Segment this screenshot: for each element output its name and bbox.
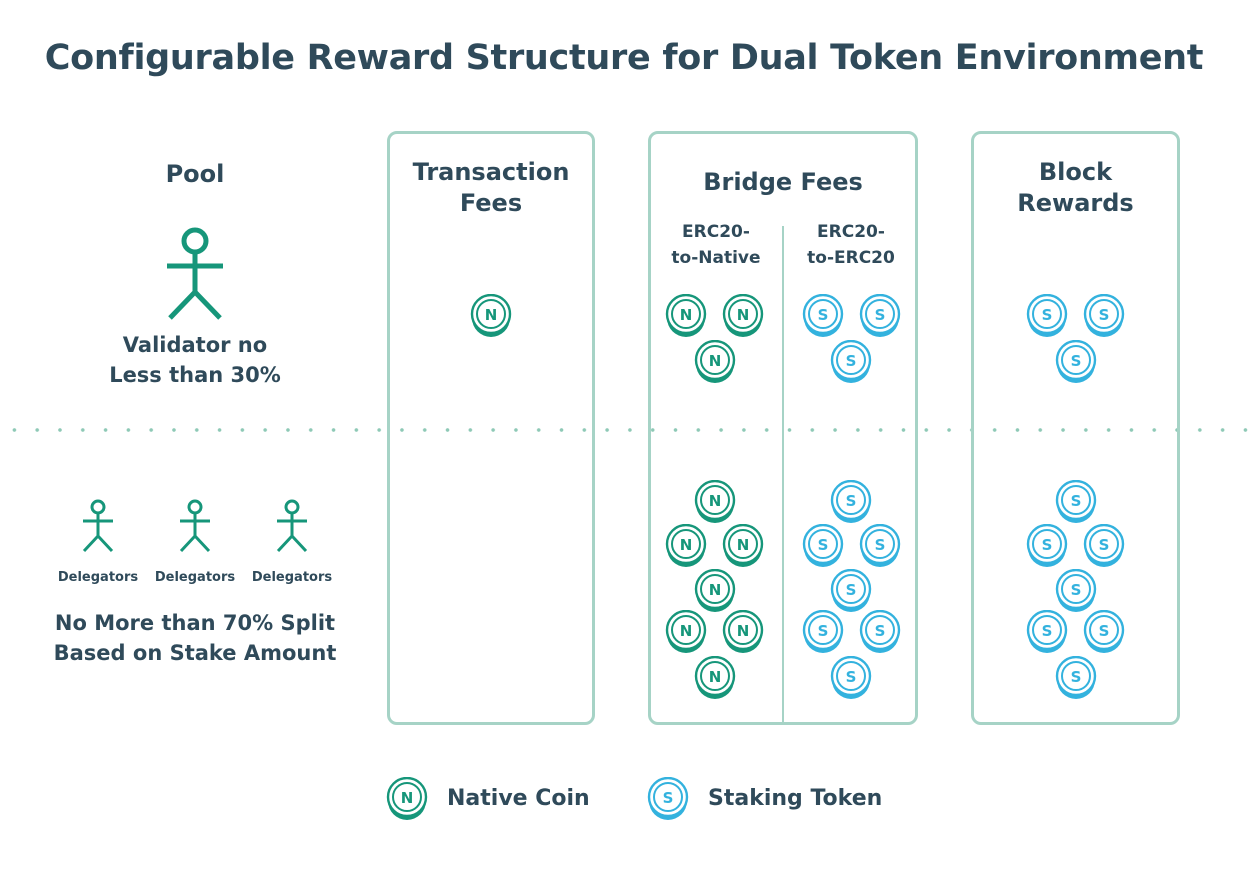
legend-native-coin-icon [386, 777, 428, 822]
staking-token-icon [1055, 480, 1097, 525]
staking-token-icon [1055, 569, 1097, 614]
staking-token-icon [1083, 294, 1125, 339]
staking-token-icon [802, 294, 844, 339]
staking-token-icon [859, 610, 901, 655]
native-coin-icon [470, 294, 512, 339]
legend-staking-token-label: Staking Token [708, 786, 883, 811]
native-coin-icon [665, 610, 707, 655]
delegators-text-line2: Based on Stake Amount [53, 641, 337, 665]
native-coin-icon [694, 569, 736, 614]
native-coin-icon [694, 480, 736, 525]
staking-token-icon [1055, 656, 1097, 701]
staking-token-icon [802, 610, 844, 655]
staking-token-icon [859, 294, 901, 339]
delegator-icon [82, 499, 114, 553]
staking-token-icon [830, 569, 872, 614]
bridge-fees-panel [648, 131, 918, 725]
native-coin-icon [665, 294, 707, 339]
legend-native-coin-label: Native Coin [447, 786, 590, 811]
staking-token-icon [1026, 294, 1068, 339]
block-rewards-panel [971, 131, 1180, 725]
delegator-label: Delegators [154, 570, 236, 585]
native-coin-icon [722, 294, 764, 339]
block-rewards-heading-line2: Rewards [1017, 189, 1134, 217]
block-rewards-heading-line1: Block [1038, 158, 1113, 186]
erc20-to-native-label-line2: to-Native [671, 248, 761, 268]
delegator-icon [179, 499, 211, 553]
pool-separator-dotted-line [0, 428, 1248, 432]
staking-token-icon [1026, 524, 1068, 569]
staking-token-icon [1083, 610, 1125, 655]
transaction-fees-heading-line2: Fees [459, 189, 523, 217]
delegator-label: Delegators [57, 570, 139, 585]
delegator-icon [276, 499, 308, 553]
native-coin-icon [722, 524, 764, 569]
diagram-title: Configurable Reward Structure for Dual T… [44, 38, 1204, 78]
transaction-fees-panel [387, 131, 595, 725]
delegator-label: Delegators [251, 570, 333, 585]
staking-token-icon [1055, 340, 1097, 385]
validator-text-line2: Less than 30% [109, 363, 281, 387]
staking-token-icon [830, 480, 872, 525]
transaction-fees-heading-line1: Transaction [412, 158, 570, 186]
native-coin-icon [722, 610, 764, 655]
delegators-text-line1: No More than 70% Split [54, 611, 336, 635]
erc20-to-erc20-label-line2: to-ERC20 [807, 248, 895, 268]
erc20-to-native-label-line1: ERC20- [682, 222, 750, 242]
validator-text-line1: Validator no [122, 333, 268, 357]
staking-token-icon [802, 524, 844, 569]
staking-token-icon [859, 524, 901, 569]
staking-token-icon [1026, 610, 1068, 655]
bridge-fees-divider [782, 226, 784, 723]
native-coin-icon [694, 340, 736, 385]
native-coin-icon [694, 656, 736, 701]
pool-heading: Pool [165, 160, 225, 188]
staking-token-icon [830, 656, 872, 701]
staking-token-icon [1083, 524, 1125, 569]
bridge-fees-heading: Bridge Fees [703, 168, 863, 196]
erc20-to-erc20-label-line1: ERC20- [817, 222, 885, 242]
staking-token-icon [830, 340, 872, 385]
legend-staking-token-icon [647, 777, 689, 822]
validator-icon [167, 227, 223, 320]
native-coin-icon [665, 524, 707, 569]
